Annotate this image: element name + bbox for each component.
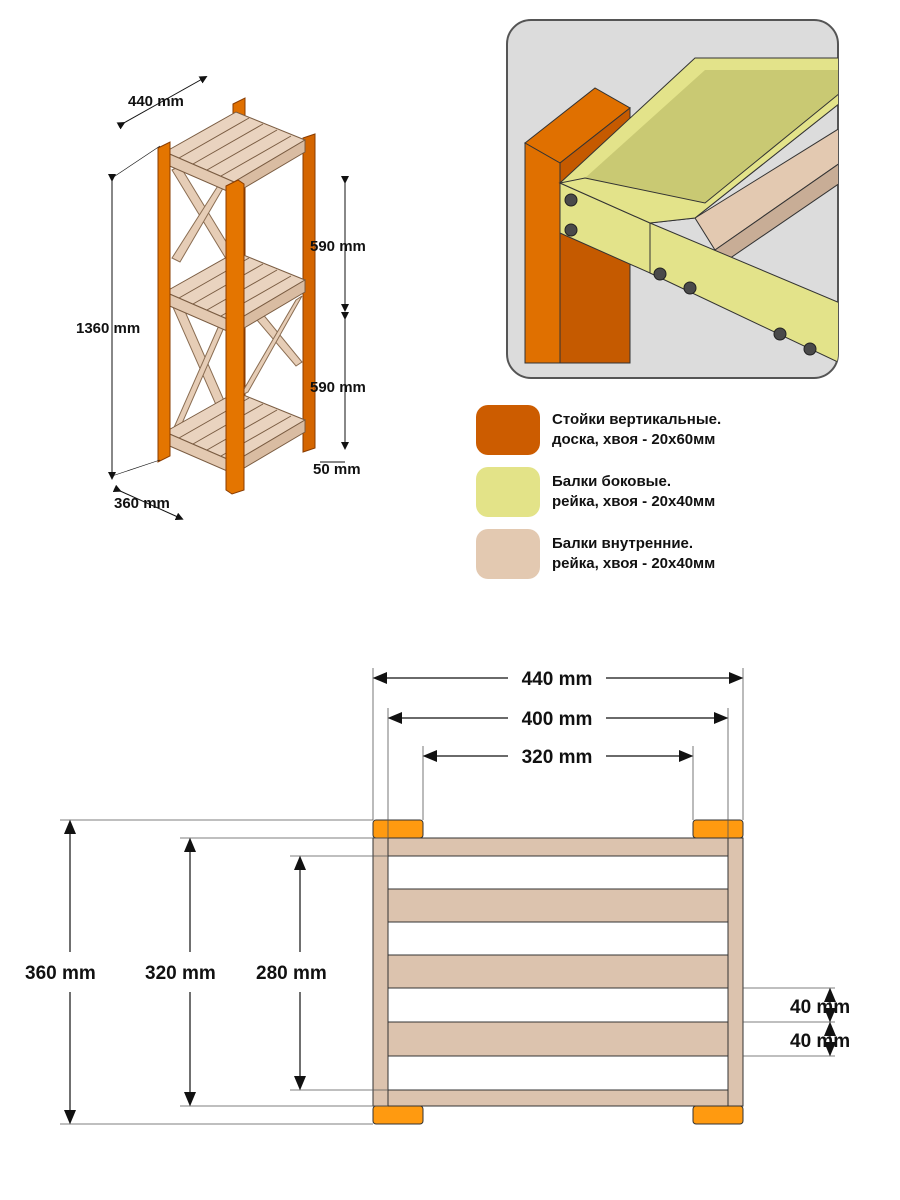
dim-width: 440 mm	[128, 93, 184, 110]
plan-slat	[387, 921, 729, 956]
shelf-plan-drawing: 440 mm 400 mm 320 mm 360 mm 320 mm 280 m…	[25, 668, 850, 1125]
dim-slat-width: 320 mm	[522, 747, 593, 768]
dim-outer-width: 440 mm	[522, 669, 593, 690]
legend-title: Балки внутренние.	[552, 535, 694, 552]
dim-slat-pitch: 40 mm	[790, 997, 850, 1018]
plan-extension-lines	[60, 668, 835, 1125]
legend-spec: рейка, хвоя - 20х40мм	[552, 493, 716, 510]
legend-text-posts: Стойки вертикальные. доска, хвоя - 20х60…	[552, 410, 721, 450]
dim-outer-depth: 360 mm	[25, 963, 96, 984]
front-right-post	[225, 179, 245, 495]
dim-depth: 360 mm	[114, 495, 170, 512]
legend-title: Балки боковые.	[552, 473, 671, 490]
legend-item-posts: Стойки вертикальные. доска, хвоя - 20х60…	[476, 400, 876, 460]
plan-slat	[387, 1055, 729, 1091]
inner-beam	[694, 127, 838, 251]
dim-gap-upper: 590 mm	[310, 238, 366, 255]
joint-detail-view	[506, 19, 839, 379]
plan-slat	[387, 954, 729, 989]
dim-gap-lower: 590 mm	[310, 379, 366, 396]
dimension-lines	[108, 76, 349, 520]
plan-posts	[372, 819, 744, 1125]
material-legend: Стойки вертикальные. доска, хвоя - 20х60…	[476, 400, 876, 586]
legend-swatch-side-beams	[476, 467, 540, 517]
legend-text-side-beams: Балки боковые. рейка, хвоя - 20х40мм	[552, 472, 715, 512]
legend-item-side-beams: Балки боковые. рейка, хвоя - 20х40мм	[476, 462, 876, 522]
dim-inner-width: 400 mm	[522, 709, 593, 730]
legend-swatch-inner-beams	[476, 529, 540, 579]
plan-slat	[387, 987, 729, 1023]
legend-swatch-posts	[476, 405, 540, 455]
plan-dimension-labels: 440 mm 400 mm 320 mm 360 mm 320 mm 280 m…	[25, 669, 850, 1052]
plan-slat	[387, 1089, 729, 1107]
side-beam-detail	[558, 57, 838, 364]
plan-slat	[387, 1021, 729, 1057]
legend-item-inner-beams: Балки внутренние. рейка, хвоя - 20х40мм	[476, 524, 876, 584]
plan-slat	[387, 888, 729, 923]
front-left-post	[157, 141, 171, 463]
plan-dimension-lines	[64, 672, 836, 1125]
plan-slats	[387, 837, 729, 1107]
dim-height: 1360 mm	[76, 320, 140, 337]
plan-slat	[387, 837, 729, 857]
legend-spec: доска, хвоя - 20х60мм	[552, 431, 716, 448]
dimension-labels: 440 mm 1360 mm 590 mm 590 mm 50 mm 360 m…	[76, 93, 366, 512]
legend-spec: рейка, хвоя - 20х40мм	[552, 555, 716, 572]
bolt-icons	[564, 193, 817, 356]
legend-title: Стойки вертикальные.	[552, 411, 722, 428]
dim-slat-gap: 40 mm	[790, 1031, 850, 1052]
legend-text-inner-beams: Балки внутренние. рейка, хвоя - 20х40мм	[552, 534, 715, 574]
back-right-post	[302, 133, 316, 453]
dim-inner-depth: 280 mm	[256, 963, 327, 984]
shelf-isometric-drawing: 440 mm 1360 mm 590 mm 590 mm 50 mm 360 m…	[76, 76, 366, 520]
dim-post: 50 mm	[313, 461, 361, 478]
dim-mid-depth: 320 mm	[145, 963, 216, 984]
plan-slat	[387, 855, 729, 890]
